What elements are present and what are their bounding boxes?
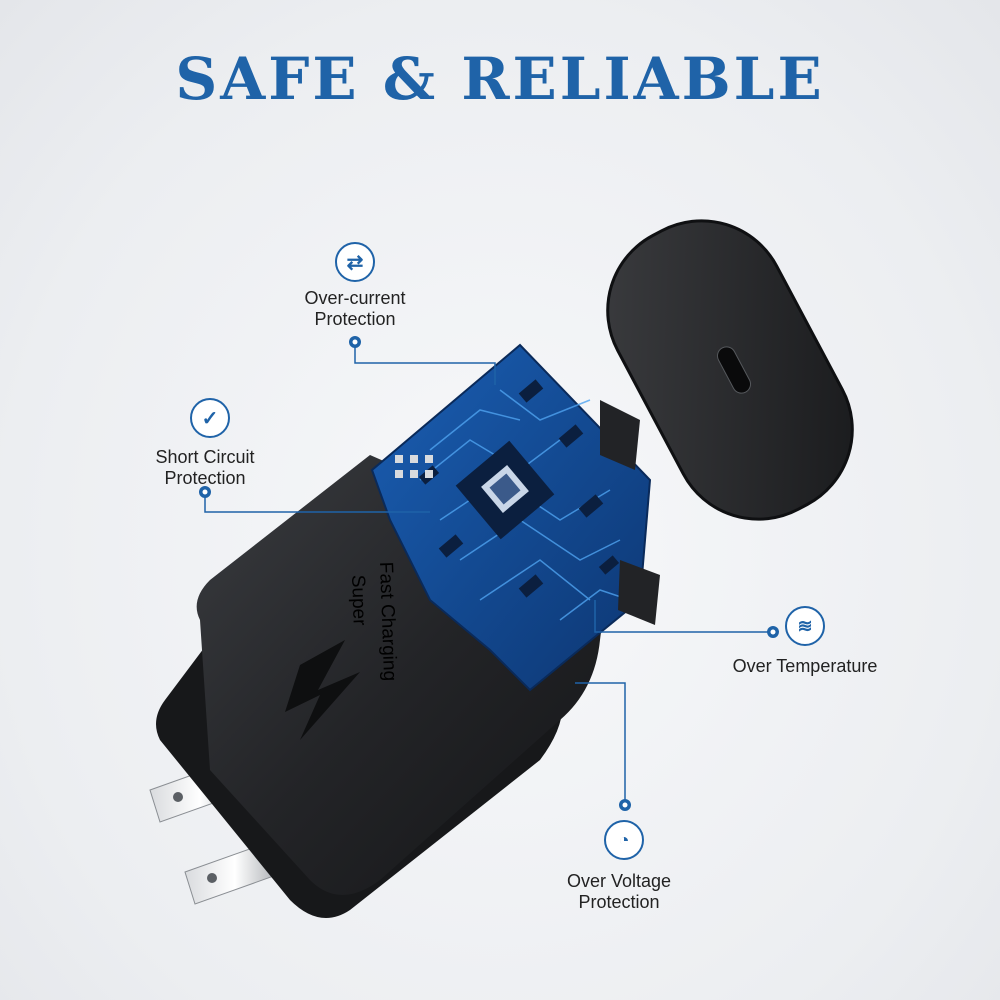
over-current-label: Over-current Protection: [304, 288, 406, 329]
usb-c-cap: [606, 219, 854, 521]
short-circuit-label: Short Circuit Protection: [155, 447, 255, 488]
device-text-line1: Super: [347, 574, 370, 626]
swap-arrows-icon: ⇄: [335, 242, 375, 282]
callout-lines: [204, 342, 773, 805]
gauge-icon: ◔: [604, 820, 644, 860]
check-icon: ✓: [190, 398, 230, 438]
page-title: SAFE & RELIABLE: [175, 45, 825, 113]
over-temperature-label: Over Temperature: [732, 656, 878, 676]
circuit-board: [370, 343, 660, 692]
heat-icon: ≋: [785, 606, 825, 646]
over-voltage-label: Over Voltage Protection: [566, 871, 672, 912]
device-text-line2: Fast Charging: [375, 561, 400, 681]
